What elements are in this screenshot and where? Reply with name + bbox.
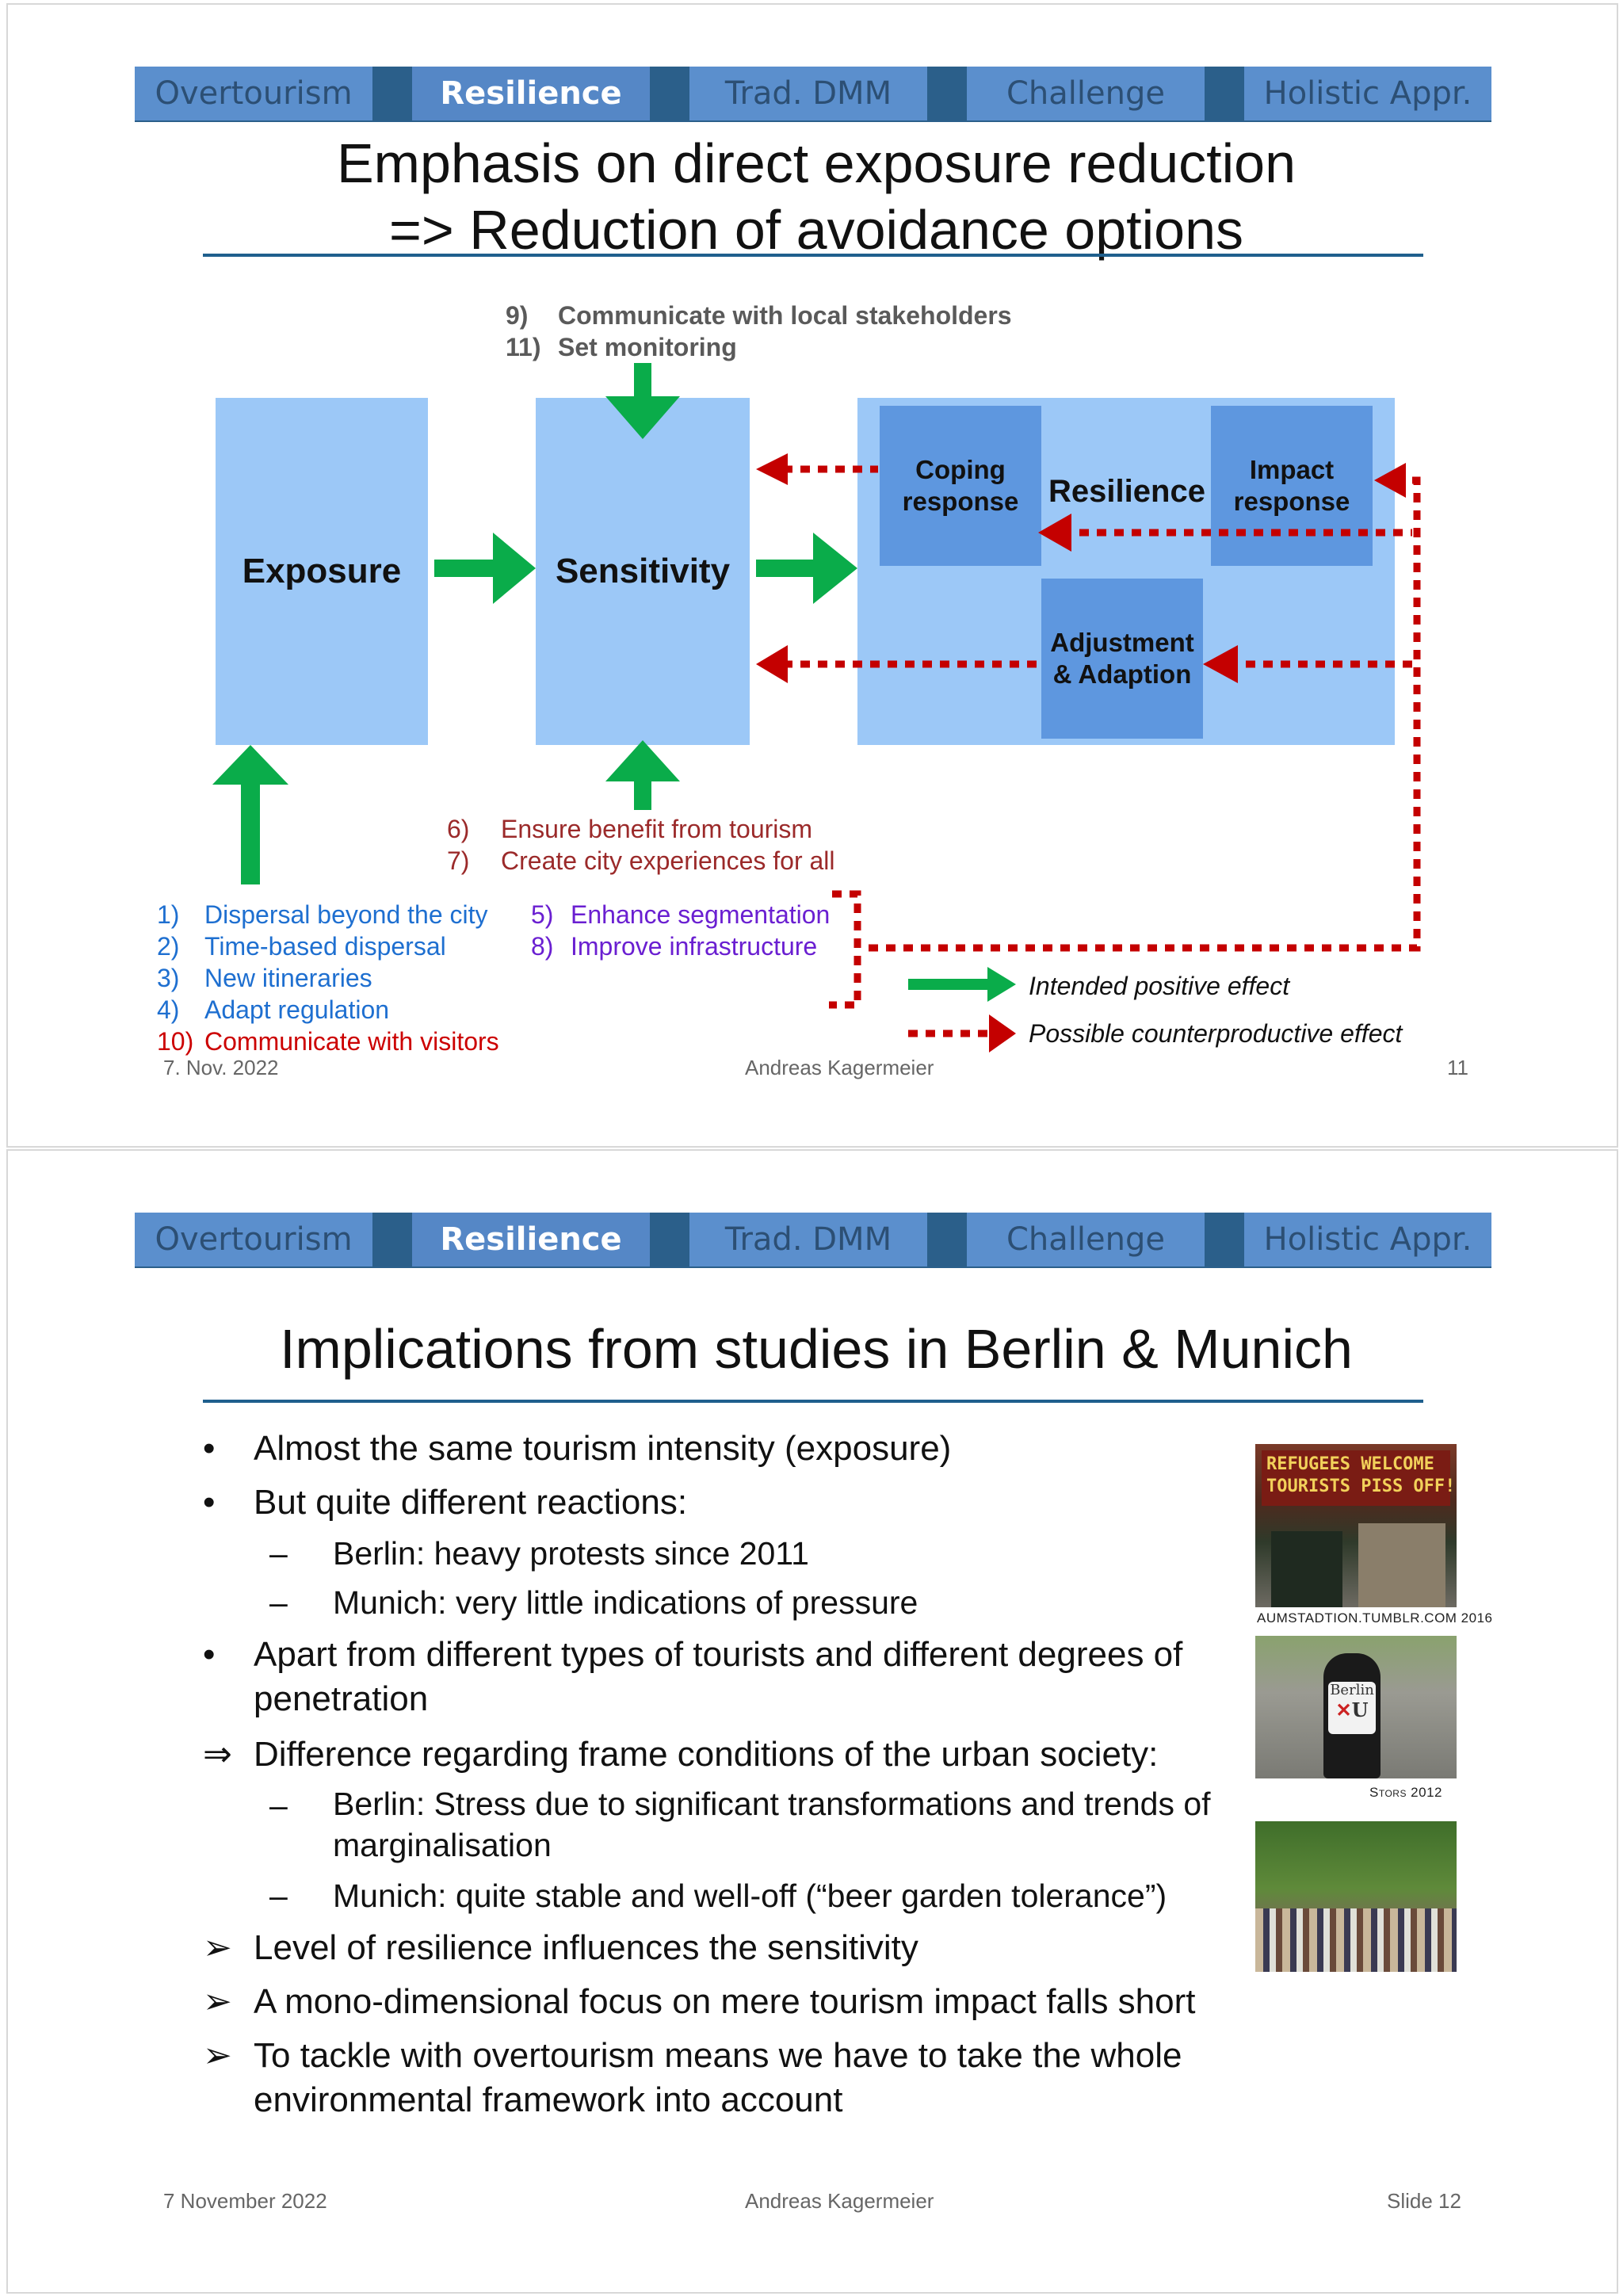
footer-author: Andreas Kagermeier [745,2189,934,2214]
item-4-text: Adapt regulation [204,994,389,1026]
berlin-sticker-photo: Berlin ✕U [1255,1636,1457,1778]
green-arrow-sensitivity-to-resilience [756,533,857,604]
banner-line2: TOURISTS PISS OFF! [1266,1476,1445,1498]
sub-bullet-text: Berlin: Stress due to significant transf… [333,1783,1252,1866]
arrowhead-bullet-icon: ➢ [203,2034,232,2078]
dash-icon: – [269,1580,288,1625]
item-10-text: Communicate with visitors [204,1026,499,1057]
item-6-num: 6) [447,813,469,845]
bullet-text: To tackle with overtourism means we have… [254,2034,1284,2122]
tab-trad-dmm[interactable]: Trad. DMM [689,1213,927,1266]
bullet-text: Apart from different types of tourists a… [254,1633,1220,1721]
slide-title: Implications from studies in Berlin & Mu… [198,1316,1434,1382]
arrowhead-bullet-icon: ➢ [203,1926,232,1970]
bullet-dot-icon: • [203,1427,215,1471]
bullet-text: Difference regarding frame conditions of… [254,1733,1158,1777]
implies-arrow-icon: ⇒ [203,1733,232,1777]
title-underline [203,1400,1423,1403]
tab-resilience[interactable]: Resilience [412,1213,650,1266]
item-7-num: 7) [447,845,469,877]
item-2-text: Time-based dispersal [204,930,446,962]
green-arrow-exposure-to-sensitivity [434,533,536,604]
item-6-text: Ensure benefit from tourism [501,813,812,845]
item-1-text: Dispersal beyond the city [204,899,488,930]
bullet-text: A mono-dimensional focus on mere tourism… [254,1980,1196,2024]
footer-slide-number: Slide 12 [1387,2189,1461,2214]
protest-banner-photo: REFUGEES WELCOME TOURISTS PISS OFF! [1255,1444,1457,1607]
beer-garden-photo [1255,1821,1457,1972]
sticker-line1: Berlin [1328,1682,1376,1698]
sub-bullet-text: Munich: quite stable and well-off (“beer… [333,1874,1167,1918]
slide-11: Overtourism Resilience Trad. DMM Challen… [6,3,1618,1148]
banner: REFUGEES WELCOME TOURISTS PISS OFF! [1262,1450,1450,1506]
item-10-num: 10) [157,1026,193,1057]
green-arrow-bottom-up-sensitivity [605,740,680,810]
item-8-num: 8) [531,930,553,962]
bullet-item: ➢ To tackle with overtourism means we ha… [203,2034,1312,2122]
red-arrowheads [756,453,1406,1052]
tab-holistic-appr[interactable]: Holistic Appr. [1244,1213,1491,1266]
legend-counter-label: Possible counterproductive effect [1029,1019,1402,1049]
bullet-item: • Apart from different types of tourists… [203,1633,1233,1721]
footer-author: Andreas Kagermeier [745,1056,934,1080]
green-arrow-top-down [605,363,680,439]
sub-bullet-text: Berlin: heavy protests since 2011 [333,1531,809,1576]
dash-icon: – [269,1874,288,1918]
slide-12: Overtourism Resilience Trad. DMM Challen… [6,1149,1618,2294]
item-3-num: 3) [157,962,179,994]
red-dotted-connectors [783,469,1417,1033]
footer-date: 7. Nov. 2022 [163,1056,279,1080]
bullet-text: But quite different reactions: [254,1480,687,1525]
item-8-text: Improve infrastructure [571,930,817,962]
sub-bullet-text: Munich: very little indications of press… [333,1580,918,1625]
legend-green-arrow [908,967,1016,1002]
photo2-caption: Stors 2012 [1369,1785,1442,1801]
bullet-text: Level of resilience influences the sensi… [254,1926,918,1970]
footer-date: 7 November 2022 [163,2189,327,2214]
legend-positive-label: Intended positive effect [1029,972,1289,1001]
item-5-num: 5) [531,899,553,930]
dash-icon: – [269,1783,288,1828]
dash-icon: – [269,1531,288,1576]
sub-bullet-item: – Berlin: Stress due to significant tran… [269,1783,1252,1872]
footer-page-number: 11 [1447,1056,1468,1080]
sticker-x-icon: ✕ [1335,1698,1351,1721]
banner-line1: REFUGEES WELCOME [1266,1454,1445,1476]
item-7-text: Create city experiences for all [501,845,835,877]
bullet-dot-icon: • [203,1633,215,1677]
section-nav-bar: Overtourism Resilience Trad. DMM Challen… [135,1213,1491,1268]
photo1-caption: AUMSTADTION.TUMBLR.COM 2016 [1257,1610,1493,1626]
tab-challenge[interactable]: Challenge [967,1213,1205,1266]
sticker-line2: U [1352,1698,1369,1721]
arrowhead-bullet-icon: ➢ [203,1980,232,2024]
item-5-text: Enhance segmentation [571,899,830,930]
bullet-text: Almost the same tourism intensity (expos… [254,1427,951,1471]
item-1-num: 1) [157,899,179,930]
bullet-dot-icon: • [203,1480,215,1525]
tab-overtourism[interactable]: Overtourism [135,1213,372,1266]
green-arrow-bottom-up-exposure [212,745,288,884]
item-3-text: New itineraries [204,962,372,994]
item-2-num: 2) [157,930,179,962]
item-4-num: 4) [157,994,179,1026]
